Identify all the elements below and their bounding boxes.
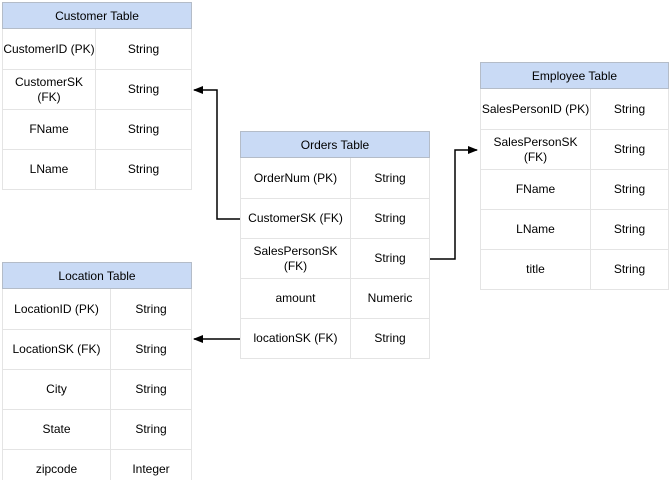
field-type-cell: String bbox=[613, 142, 646, 156]
field-type-cell: String bbox=[374, 251, 406, 265]
field-name-cell: CustomerSK (FK) bbox=[241, 199, 351, 238]
field-type-cell: String bbox=[127, 82, 160, 96]
orders-table-body: OrderNum (PK) String CustomerSK (FK) Str… bbox=[240, 158, 430, 359]
field-type-cell: String bbox=[127, 41, 160, 56]
field-name-cell: State bbox=[3, 410, 111, 449]
field-type-cell: String bbox=[613, 262, 646, 276]
table-row[interactable]: City String bbox=[3, 369, 191, 409]
orders-table-header[interactable]: Orders Table bbox=[240, 131, 430, 158]
field-name-cell: title bbox=[481, 250, 591, 289]
table-row[interactable]: FName String bbox=[3, 109, 191, 149]
table-row[interactable]: FName String bbox=[481, 169, 668, 209]
field-type-cell: String bbox=[613, 222, 646, 236]
customer-table[interactable]: Customer Table CustomerID (PK) String Cu… bbox=[2, 2, 192, 190]
table-row[interactable]: locationSK (FK) String bbox=[241, 318, 429, 358]
table-row[interactable]: LName String bbox=[3, 149, 191, 189]
table-row[interactable]: OrderNum (PK) String bbox=[241, 158, 429, 198]
field-name-cell: City bbox=[3, 370, 111, 409]
employee-table[interactable]: Employee Table SalesPersonID (PK) String… bbox=[480, 62, 669, 290]
field-name-cell: LName bbox=[481, 210, 591, 249]
customer-table-header[interactable]: Customer Table bbox=[2, 2, 192, 29]
table-row[interactable]: zipcode Integer bbox=[3, 449, 191, 480]
field-name-cell: LName bbox=[3, 150, 96, 189]
field-name-cell: CustomerID (PK) bbox=[3, 29, 96, 69]
field-name-cell: amount bbox=[241, 279, 351, 318]
table-row[interactable]: title String bbox=[481, 249, 668, 289]
field-type-cell: String bbox=[374, 170, 406, 185]
table-row[interactable]: CustomerID (PK) String bbox=[3, 29, 191, 69]
field-type-cell: String bbox=[374, 331, 406, 345]
field-type-cell: String bbox=[613, 182, 646, 196]
table-row[interactable]: CustomerSK (FK) String bbox=[3, 69, 191, 109]
table-row[interactable]: SalesPersonSK (FK) String bbox=[241, 238, 429, 278]
field-type-cell: Numeric bbox=[367, 291, 413, 305]
customer-table-body: CustomerID (PK) String CustomerSK (FK) S… bbox=[2, 29, 192, 190]
orders-table[interactable]: Orders Table OrderNum (PK) String Custom… bbox=[240, 131, 430, 359]
field-name-cell: LocationSK (FK) bbox=[3, 330, 111, 369]
field-type-cell: String bbox=[127, 122, 160, 136]
field-type-cell: String bbox=[135, 342, 167, 356]
table-row[interactable]: SalesPersonID (PK) String bbox=[481, 89, 668, 129]
employee-table-title: Employee Table bbox=[531, 68, 618, 83]
field-type-cell: String bbox=[613, 101, 646, 116]
connector-orders-customer[interactable] bbox=[193, 86, 240, 220]
field-name-cell: locationSK (FK) bbox=[241, 319, 351, 358]
table-row[interactable]: State String bbox=[3, 409, 191, 449]
table-row[interactable]: SalesPersonSK (FK) String bbox=[481, 129, 668, 169]
field-name-cell: FName bbox=[3, 110, 96, 149]
table-row[interactable]: CustomerSK (FK) String bbox=[241, 198, 429, 238]
field-name-cell: CustomerSK (FK) bbox=[3, 70, 96, 109]
field-type-cell: String bbox=[374, 211, 406, 225]
field-name-cell: OrderNum (PK) bbox=[241, 158, 351, 198]
field-type-cell: String bbox=[127, 162, 160, 176]
table-row[interactable]: LName String bbox=[481, 209, 668, 249]
location-table-header[interactable]: Location Table bbox=[2, 262, 192, 289]
field-type-cell: String bbox=[135, 382, 167, 396]
field-name-cell: SalesPersonSK (FK) bbox=[481, 130, 591, 169]
orders-table-title: Orders Table bbox=[300, 137, 370, 152]
table-row[interactable]: LocationID (PK) String bbox=[3, 289, 191, 329]
table-row[interactable]: amount Numeric bbox=[241, 278, 429, 318]
employee-table-body: SalesPersonID (PK) String SalesPersonSK … bbox=[480, 89, 669, 290]
location-table-body: LocationID (PK) String LocationSK (FK) S… bbox=[2, 289, 192, 480]
field-type-cell: Integer bbox=[132, 462, 170, 476]
field-type-cell: String bbox=[135, 301, 167, 316]
customer-table-title: Customer Table bbox=[55, 8, 139, 23]
field-name-cell: SalesPersonSK (FK) bbox=[241, 239, 351, 278]
field-name-cell: FName bbox=[481, 170, 591, 209]
table-row[interactable]: LocationSK (FK) String bbox=[3, 329, 191, 369]
field-name-cell: LocationID (PK) bbox=[3, 289, 111, 329]
field-type-cell: String bbox=[135, 422, 167, 436]
field-name-cell: zipcode bbox=[3, 450, 111, 480]
employee-table-header[interactable]: Employee Table bbox=[480, 62, 669, 89]
location-table[interactable]: Location Table LocationID (PK) String Lo… bbox=[2, 262, 192, 480]
field-name-cell: SalesPersonID (PK) bbox=[481, 89, 591, 129]
connector-orders-employee[interactable] bbox=[430, 146, 478, 260]
location-table-title: Location Table bbox=[58, 268, 136, 283]
